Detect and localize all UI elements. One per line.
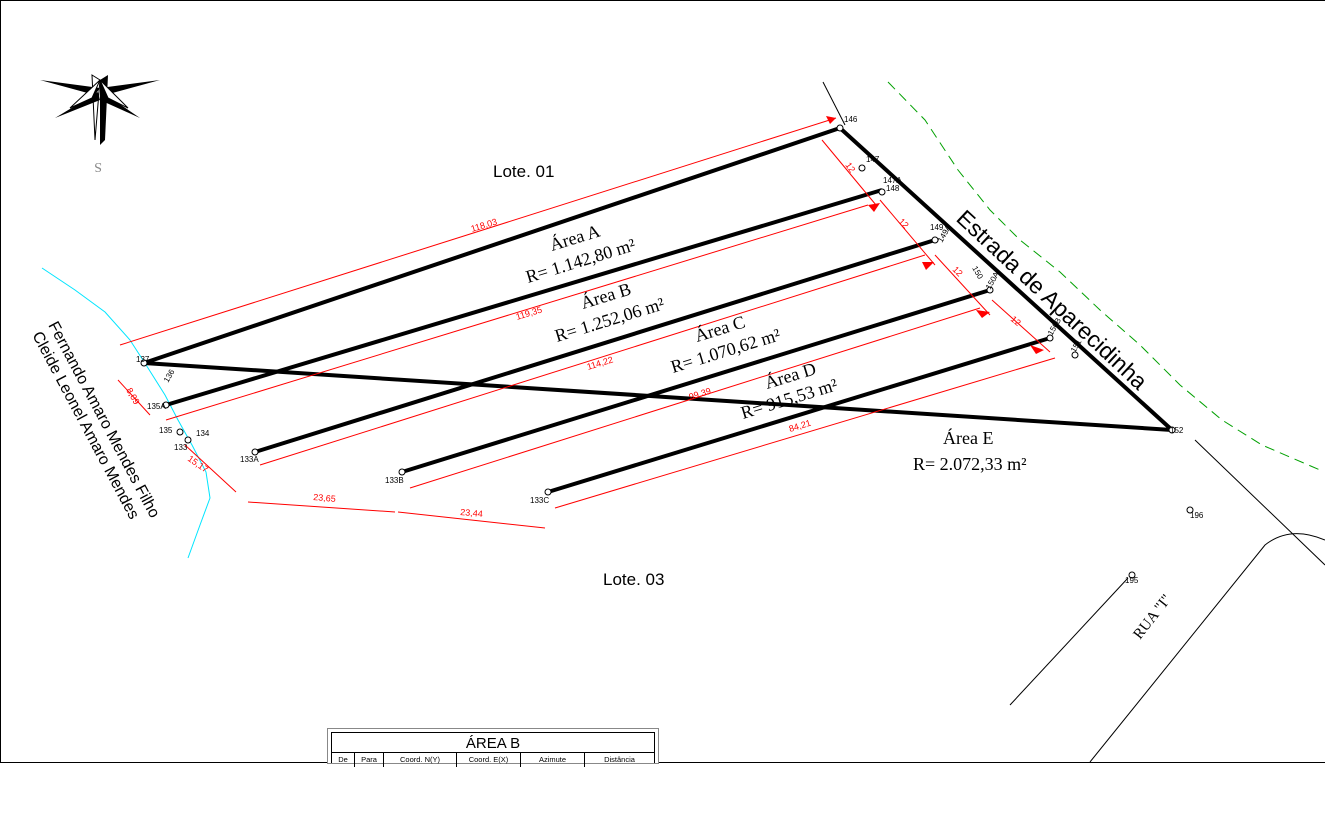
pt-133: 133	[174, 443, 188, 452]
pt-146: 146	[844, 115, 858, 124]
dim-23a: 23,65	[313, 492, 336, 504]
dim-118: 118,03	[470, 216, 499, 233]
north-letter: S	[94, 159, 102, 174]
area-e-value: R= 2.072,33 m²	[913, 454, 1027, 474]
dim-119: 119,35	[515, 304, 544, 321]
pt-133c: 133C	[530, 496, 549, 505]
coordinates-table: ÁREA B De Para Coord. N(Y) Coord. E(X) A…	[327, 728, 659, 767]
pt-136: 136	[162, 367, 177, 384]
pt-133a: 133A	[240, 455, 259, 464]
property-boundary	[142, 126, 1174, 432]
estrada-label: Estrada de Aparecidinha	[952, 205, 1153, 395]
pt-134: 134	[196, 429, 210, 438]
table-header-coord-e: Coord. E(X)	[457, 753, 521, 767]
dim-12a: 12	[843, 160, 857, 174]
pt-133b: 133B	[385, 476, 404, 485]
dim-12b: 12	[897, 216, 911, 230]
table-header-azimute: Azimute	[521, 753, 585, 767]
drawing-bottom-border	[0, 762, 1325, 763]
division-bc	[254, 238, 936, 454]
owner2-label: Cleide Leonel Amaro Mendes	[28, 329, 142, 522]
pt-150: 150	[970, 265, 985, 282]
pt-147a: 147A	[883, 176, 902, 185]
pt-152: 152	[1170, 426, 1184, 435]
table-header-distancia: Distância	[604, 755, 635, 764]
north-arrow-icon	[40, 74, 160, 145]
lote03-label: Lote. 03	[603, 570, 664, 589]
survey-drawing: S Lote. 01 Lote. 03 Estrada de Aparecidi…	[28, 74, 1325, 762]
rua-line-left	[1009, 577, 1129, 706]
area-e-name: Área E	[943, 427, 993, 448]
pt-137: 137	[136, 355, 150, 364]
table-header-row: De Para Coord. N(Y) Coord. E(X) Azimute …	[332, 752, 654, 767]
rua-label: RUA "I"	[1131, 592, 1176, 643]
road-line-upper	[822, 81, 846, 126]
rua-line-right	[1089, 533, 1325, 762]
pt-148: 148	[886, 184, 900, 193]
lote01-label: Lote. 01	[493, 162, 554, 181]
table-header-de: De	[332, 753, 355, 767]
coordinates-table-inner: ÁREA B De Para Coord. N(Y) Coord. E(X) A…	[331, 732, 655, 767]
pt-135a: 135A	[147, 402, 166, 411]
dim-23b: 23,44	[460, 507, 483, 519]
division-ab	[165, 188, 883, 407]
division-cd	[401, 288, 991, 474]
frame-top-border	[0, 0, 1325, 1]
road-line-right	[1194, 439, 1325, 566]
pt-147: 147	[866, 155, 880, 164]
owner1-label: Fernando Amaro Mendes Filho	[44, 319, 162, 521]
dimension-arrows	[826, 116, 1044, 354]
dim-12c: 12	[951, 264, 965, 278]
pt-149: 149	[930, 223, 944, 232]
table-header-para: Para	[355, 753, 384, 767]
frame-left-border	[0, 0, 1, 762]
pt-195: 195	[1125, 576, 1139, 585]
dimension-lines	[117, 117, 1056, 529]
pt-135: 135	[159, 426, 173, 435]
table-title: ÁREA B	[465, 735, 521, 752]
division-de	[547, 336, 1051, 494]
survey-points	[140, 124, 1194, 579]
road-edge-line	[887, 81, 1321, 471]
pt-196: 196	[1190, 511, 1204, 520]
river-line	[41, 267, 211, 559]
dim-12d: 12	[1009, 314, 1023, 328]
dim-114: 114,22	[586, 354, 615, 371]
table-header-coord-n: Coord. N(Y)	[384, 753, 457, 767]
